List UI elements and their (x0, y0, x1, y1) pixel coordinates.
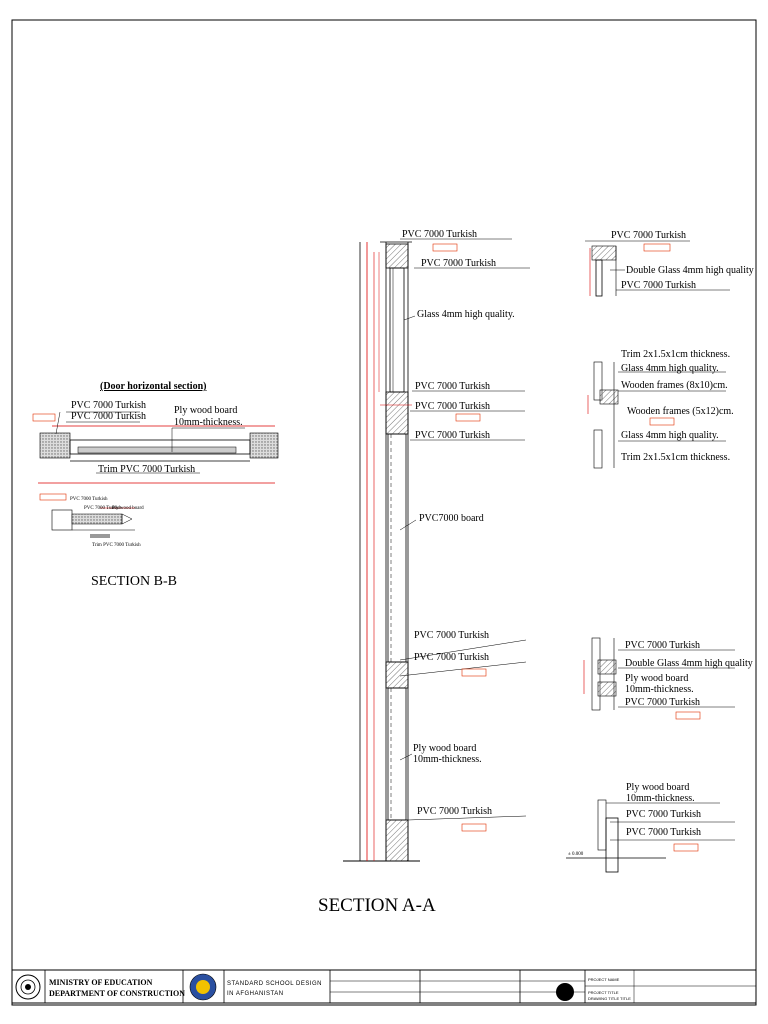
bb-label-trim: Trim PVC 7000 Turkish (98, 464, 195, 475)
ministry-logo (15, 974, 41, 1000)
detail-4-drawing (566, 799, 735, 873)
aa-label-pvc-board: PVC7000 board (419, 513, 484, 524)
tb-ministry: MINISTRY OF EDUCATION (49, 978, 153, 987)
section-bb-title: SECTION B-B (91, 574, 177, 589)
d3-label-double-glass: Double Glass 4mm high quality (625, 658, 753, 669)
d4-label-ply2: 10mm-thickness. (626, 793, 695, 804)
d3-label-pvc-bottom: PVC 7000 Turkish (625, 697, 700, 708)
bb-small-ply: Ply wood board (112, 506, 144, 511)
aa-label-pvc-bottom: PVC 7000 Turkish (417, 806, 492, 817)
bb-label-ply2: 10mm-thickness. (174, 417, 243, 428)
sheet-border (11, 19, 757, 1006)
aa-label-ply2: 10mm-thickness. (413, 754, 482, 765)
detail-3-drawing (583, 637, 735, 720)
bb-label-pvc2: PVC 7000 Turkish (71, 411, 146, 422)
tb-department: DEPARTMENT OF CONSTRUCTION (49, 989, 185, 998)
aa-label-pvc-mid2: PVC 7000 Turkish (415, 401, 490, 412)
tb-drawing-title-label: DRAWING TITLE (588, 996, 619, 1001)
d4-label-pvc2: PVC 7000 Turkish (626, 827, 701, 838)
bb-heading: (Door horizontal section) (100, 381, 206, 392)
aa-label-pvc-top2: PVC 7000 Turkish (421, 258, 496, 269)
bb-label-ply1: Ply wood board (174, 405, 237, 416)
d2-label-glass-top: Glass 4mm high quality. (621, 363, 719, 374)
title-block (11, 969, 757, 1004)
aa-label-pvc-mid3: PVC 7000 Turkish (415, 430, 490, 441)
d3-label-ply1: Ply wood board (625, 673, 688, 684)
bb-label-pvc1: PVC 7000 Turkish (71, 400, 146, 411)
d4-label-pvc1: PVC 7000 Turkish (626, 809, 701, 820)
section-bb-drawing (32, 411, 279, 538)
aa-label-pvc-top: PVC 7000 Turkish (402, 229, 477, 240)
d2-label-wood1: Wooden frames (8x10)cm. (621, 380, 728, 391)
aa-label-ply1: Ply wood board (413, 743, 476, 754)
bb-small-trim: Trim PVC 7000 Turkish (92, 543, 141, 548)
d2-label-trim-top: Trim 2x1.5x1cm thickness. (621, 349, 730, 360)
d1-label-pvc-top: PVC 7000 Turkish (611, 230, 686, 241)
d4-label-level: ± 0.000 (568, 852, 584, 857)
tb-project-title: PROJECT TITLE (588, 990, 619, 995)
section-aa-title: SECTION A-A (318, 895, 436, 916)
d2-label-trim-bottom: Trim 2x1.5x1cm thickness. (621, 452, 730, 463)
d2-label-wood2: Wooden frames (5x12)cm. (627, 406, 734, 417)
school-logo (189, 973, 217, 1001)
tb-project-line2: IN AFGHANISTAN (227, 991, 284, 997)
aa-label-pvc-low1: PVC 7000 Turkish (414, 630, 489, 641)
d3-label-pvc-top: PVC 7000 Turkish (625, 640, 700, 651)
detail-1-drawing (585, 240, 730, 297)
aa-label-pvc-mid1: PVC 7000 Turkish (415, 381, 490, 392)
tb-drawing-title: TITLE (620, 996, 631, 1001)
d2-label-glass-bottom: Glass 4mm high quality. (621, 430, 719, 441)
d1-label-double-glass: Double Glass 4mm high quality (626, 265, 754, 276)
bb-small-pvc1: PVC 7000 Turkish (70, 497, 108, 502)
d4-label-ply1: Ply wood board (626, 782, 689, 793)
d1-label-pvc-bottom: PVC 7000 Turkish (621, 280, 696, 291)
aa-label-glass: Glass 4mm high quality. (417, 309, 515, 320)
bb-small-pvc2: PVC 7000 Turkish (84, 506, 122, 511)
tb-project-line1: STANDARD SCHOOL DESIGN (227, 981, 322, 987)
d3-label-ply2: 10mm-thickness. (625, 684, 694, 695)
tb-project-name-label: PROJECT NAME (588, 977, 620, 982)
section-aa-drawing (343, 238, 530, 862)
aa-label-pvc-low2: PVC 7000 Turkish (414, 652, 489, 663)
detail-2-drawing (587, 361, 726, 469)
